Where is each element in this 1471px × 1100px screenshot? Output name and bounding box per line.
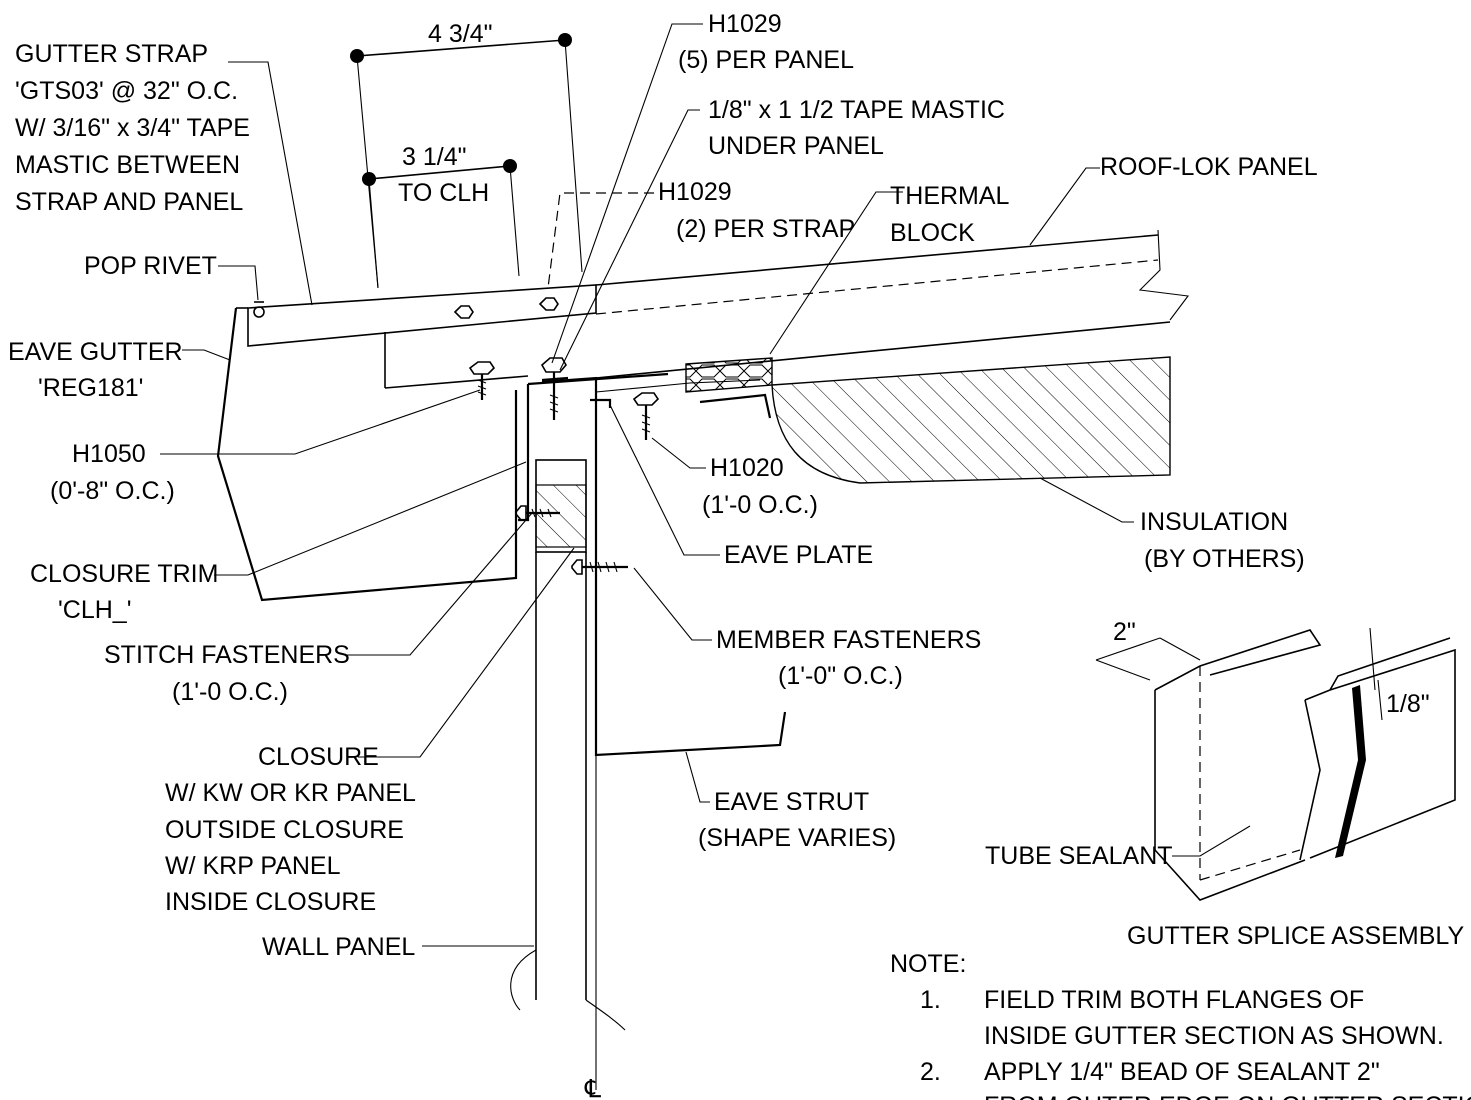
svg-text:H1029: H1029 [658,178,732,206]
svg-text:OUTSIDE CLOSURE: OUTSIDE CLOSURE [165,816,404,844]
svg-text:GUTTER STRAP: GUTTER STRAP [15,40,208,68]
svg-text:H1029: H1029 [708,10,782,38]
svg-text:W/ KRP PANEL: W/ KRP PANEL [165,852,341,880]
svg-text:(0'-8" O.C.): (0'-8" O.C.) [50,477,175,505]
label-gutter-strap: GUTTER STRAP 'GTS03' @ 32" O.C. W/ 3/16"… [15,40,250,216]
svg-text:W/ 3/16" x 3/4" TAPE: W/ 3/16" x 3/4" TAPE [15,114,250,142]
svg-text:INSIDE GUTTER SECTION AS SHOWN: INSIDE GUTTER SECTION AS SHOWN. [984,1022,1444,1050]
label-insulation: INSULATION (BY OTHERS) [1140,508,1305,573]
svg-text:BLOCK: BLOCK [890,219,975,247]
gutter-splice-assembly [1095,627,1456,901]
svg-text:2.: 2. [920,1058,941,1086]
eave-strut [590,393,787,757]
svg-text:1/8" x 1 1/2 TAPE MASTIC: 1/8" x 1 1/2 TAPE MASTIC [708,96,1005,124]
label-closure: CLOSURE W/ KW OR KR PANEL OUTSIDE CLOSUR… [165,743,416,916]
svg-text:W/ KW OR KR PANEL: W/ KW OR KR PANEL [165,779,416,807]
dimension-outer-label: 4 3/4" [428,20,492,48]
label-thermal-block: THERMAL BLOCK [890,182,1010,247]
label-wall-panel: WALL PANEL [262,933,415,961]
label-stitch-fasteners: STITCH FASTENERS (1'-0 O.C.) [104,641,350,706]
notes: NOTE: 1. FIELD TRIM BOTH FLANGES OF INSI… [890,950,1471,1100]
svg-text:'CLH_': 'CLH_' [58,596,131,624]
svg-text:(2) PER STRAP: (2) PER STRAP [676,215,855,243]
label-eave-gutter: EAVE GUTTER 'REG181' [8,338,183,402]
label-closure-trim: CLOSURE TRIM 'CLH_' [30,560,218,624]
label-h1020: H1020 (1'-0 O.C.) [702,454,818,519]
label-eave-strut: EAVE STRUT (SHAPE VARIES) [698,788,896,852]
label-member-fasteners: MEMBER FASTENERS (1'-0" O.C.) [716,626,981,690]
svg-text:APPLY 1/4" BEAD OF SEALANT 2": APPLY 1/4" BEAD OF SEALANT 2" [984,1058,1380,1086]
label-h1050: H1050 (0'-8" O.C.) [50,440,175,505]
svg-text:H1050: H1050 [72,440,146,468]
label-eave-plate: EAVE PLATE [724,541,873,569]
pop-rivet [253,301,265,318]
svg-text:1.: 1. [920,986,941,1014]
svg-text:THERMAL: THERMAL [890,182,1010,210]
svg-text:(SHAPE VARIES): (SHAPE VARIES) [698,824,896,852]
svg-text:(5) PER PANEL: (5) PER PANEL [678,46,854,74]
leaders [160,23,1251,947]
strap-bolts [453,297,559,319]
dimension-inner [362,159,520,289]
splice-dim-gap: 1/8" [1386,690,1430,718]
eave-gutter [216,307,518,602]
svg-text:STRAP AND PANEL: STRAP AND PANEL [15,188,243,216]
svg-text:CLOSURE TRIM: CLOSURE TRIM [30,560,218,588]
centerline-symbol: ℄ [584,1075,601,1100]
svg-text:INSIDE CLOSURE: INSIDE CLOSURE [165,888,376,916]
svg-text:FIELD TRIM BOTH FLANGES OF: FIELD TRIM BOTH FLANGES OF [984,986,1364,1014]
label-tube-sealant: TUBE SEALANT [985,842,1173,870]
svg-text:(BY OTHERS): (BY OTHERS) [1144,545,1305,573]
svg-text:'REG181': 'REG181' [38,374,143,402]
gutter-strap [247,284,597,389]
svg-text:'GTS03' @ 32" O.C.: 'GTS03' @ 32" O.C. [15,77,238,105]
svg-text:MEMBER FASTENERS: MEMBER FASTENERS [716,626,981,654]
svg-text:EAVE GUTTER: EAVE GUTTER [8,338,183,366]
insulation [771,356,1171,484]
thermal-block [685,357,773,393]
label-tape-mastic: 1/8" x 1 1/2 TAPE MASTIC UNDER PANEL [708,96,1005,160]
closure-trim [518,384,530,522]
svg-text:H1020: H1020 [710,454,784,482]
splice-title: GUTTER SPLICE ASSEMBLY [1127,922,1464,950]
svg-text:FROM OUTER EDGE ON GUTTER SECT: FROM OUTER EDGE ON GUTTER SECTION. [984,1092,1471,1100]
svg-text:(1'-0" O.C.): (1'-0" O.C.) [778,662,903,690]
svg-text:(1'-0 O.C.): (1'-0 O.C.) [172,678,288,706]
svg-text:(1'-0 O.C.): (1'-0 O.C.) [702,491,818,519]
svg-text:NOTE:: NOTE: [890,950,966,978]
svg-text:MASTIC BETWEEN: MASTIC BETWEEN [15,151,240,179]
svg-text:3 1/4": 3 1/4" [402,143,466,171]
splice-dim-overlap: 2" [1113,618,1136,646]
svg-text:UNDER PANEL: UNDER PANEL [708,132,884,160]
svg-text:CLOSURE: CLOSURE [258,743,379,771]
label-h1029-panel: H1029 (5) PER PANEL [678,10,854,74]
roof-panel [595,229,1190,379]
dimension-inner-label: 3 1/4" TO CLH [398,143,489,207]
svg-text:INSULATION: INSULATION [1140,508,1288,536]
label-pop-rivet: POP RIVET [84,252,217,280]
label-roof-panel: ROOF-LOK PANEL [1100,153,1318,181]
svg-text:EAVE STRUT: EAVE STRUT [714,788,869,816]
svg-text:STITCH FASTENERS: STITCH FASTENERS [104,641,350,669]
svg-text:TO CLH: TO CLH [398,179,489,207]
label-h1029-strap: H1029 (2) PER STRAP [658,178,855,243]
